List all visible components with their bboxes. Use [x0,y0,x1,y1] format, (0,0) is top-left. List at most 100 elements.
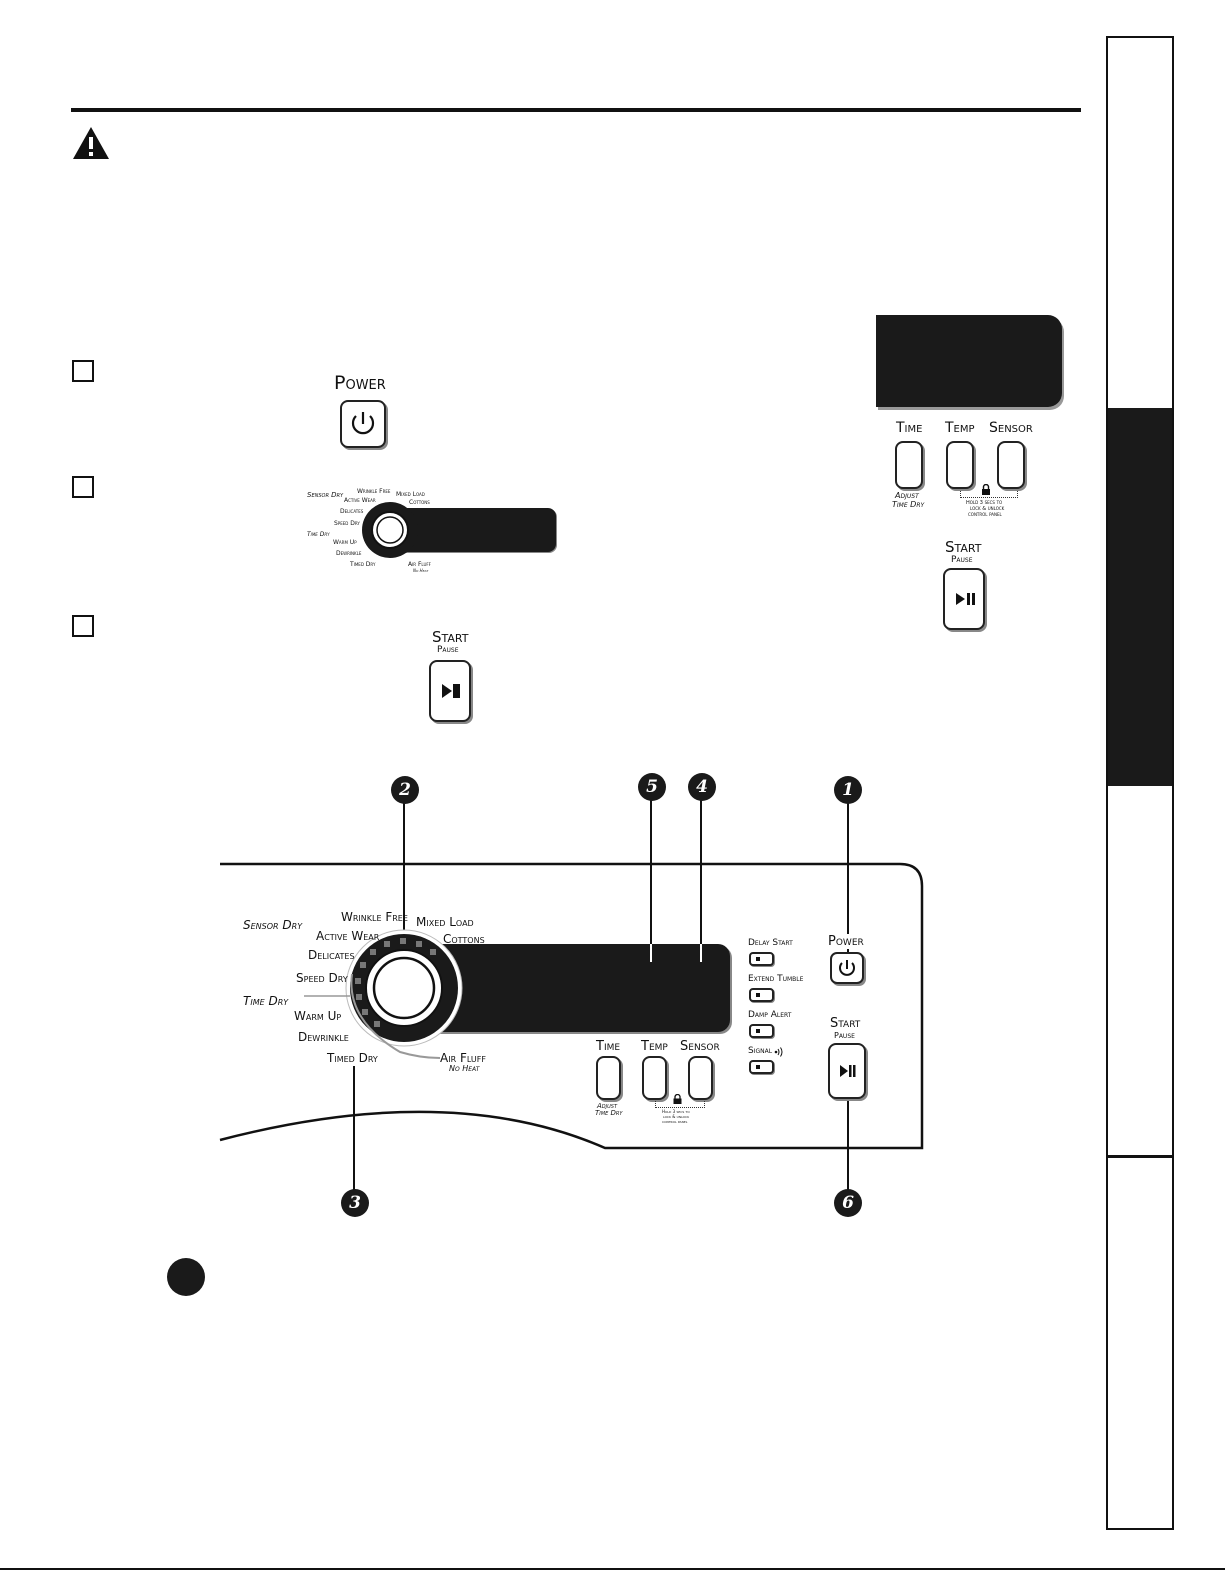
dial-small-dewrinkle: Dewrinkle [336,550,362,557]
sensor-button[interactable] [688,1056,713,1100]
dial-label-speed-dry: Speed Dry [296,971,348,985]
side-tab-4 [1106,1158,1174,1530]
dial-small-sensor-dry: Sensor Dry [307,491,344,499]
dial-small-mixed-load: Mixed Load [396,491,425,498]
dial-label-warm-up: Warm Up [294,1009,342,1023]
callout-1: 1 [834,776,862,804]
adjust-label: Adjust [597,1102,618,1110]
dial-small-speed-dry: Speed Dry [334,520,360,527]
time-button[interactable] [596,1056,621,1100]
step-checkbox-3 [72,615,94,637]
inset-time-dry-label: Time Dry [892,500,925,509]
main-start-label: Start [830,1016,861,1031]
footer-rule [0,1568,1225,1570]
main-start-pause-button[interactable] [828,1043,866,1099]
power-label: Power [334,372,386,394]
callout-3: 3 [341,1189,369,1217]
temp-label: Temp [641,1039,668,1054]
delay-start-button[interactable] [749,952,774,966]
inset-time-label: Time [896,420,923,436]
start-pause-button[interactable] [429,660,471,722]
dial-small-timed-dry: Timed Dry [350,561,376,568]
damp-alert-label: Damp Alert [748,1010,792,1020]
dial-small-wrinkle-free: Wrinkle Free [357,488,391,495]
start-label: Start [432,628,469,646]
dial-small-time-dry: Time Dry [307,531,330,538]
dial-range-arc [304,973,441,1059]
inset-hold-text-2: lock & unlock [970,506,1005,512]
inset-play-pause-icon [956,593,975,605]
lock-icon [673,1094,682,1104]
main-power-icon [839,960,855,976]
dial-label-timed-dry: Timed Dry [327,1051,378,1065]
main-power-label: Power [827,934,865,949]
sensor-label: Sensor [680,1039,720,1054]
hold-text-2: lock & unlock [663,1114,690,1119]
inset-pause-label: Pause [951,555,973,565]
dial-small-delicates: Delicates [340,508,364,515]
main-display [410,944,730,1032]
header-rule [71,108,1081,112]
inset-hold-text-3: control panel [968,512,1002,518]
callout-5: 5 [638,773,666,801]
dial-label-active-wear: Active Wear [316,929,380,943]
callout-6: 6 [834,1189,862,1217]
inset-lock-bracket [960,491,1018,498]
bullet-dot [167,1258,205,1296]
power-icon [351,412,375,435]
play-pause-icon [442,684,460,698]
signal-icon [774,1047,783,1057]
start-sub-label: Pause [437,645,459,655]
temp-button[interactable] [642,1056,667,1100]
extend-tumble-label: Extend Tumble [748,974,804,984]
time-label: Time [596,1039,621,1054]
side-tab-3 [1106,786,1174,1158]
callout-line-5-display [650,944,652,962]
dial-label-wrinkle-free: Wrinkle Free [341,910,408,924]
callout-4: 4 [688,773,716,801]
dial-small-active-wear: Active Wear [344,497,376,504]
inset-temp-label: Temp [945,420,975,436]
dial-label-no-heat: No Heat [449,1064,480,1073]
inset-time-button[interactable] [895,441,923,489]
damp-alert-button[interactable] [749,1024,774,1038]
inset-adjust-label: Adjust [895,491,919,500]
main-pause-label: Pause [834,1031,855,1040]
dial-small-air-fluff: Air Fluff [408,561,431,568]
dial-label-delicates: Delicates [308,948,355,962]
dial-label-mixed-load: Mixed Load [416,915,474,929]
dial-small-no-heat: No Heat [413,568,429,573]
dial-label-cottons: Cottons [443,932,485,946]
inset-display [876,315,1062,407]
callout-line-4-display [700,944,702,962]
side-tab-2-active [1106,408,1174,786]
inset-temp-button[interactable] [946,441,974,489]
extend-tumble-button[interactable] [749,988,774,1002]
adjust-time-dry-label: Time Dry [595,1109,623,1117]
inset-start-pause-button[interactable] [943,568,985,630]
inset-sensor-button[interactable] [997,441,1025,489]
step-checkbox-2 [72,476,94,498]
lock-bracket [655,1101,705,1108]
delay-start-label: Delay Start [748,938,793,948]
inset-hold-text-1: Hold 3 secs to [966,500,1003,506]
warning-icon [73,127,109,159]
signal-label: Signal [748,1046,773,1056]
main-power-button[interactable] [830,952,864,984]
dial-small-knob[interactable] [360,500,420,560]
cycle-dial[interactable] [344,928,464,1048]
dial-label-dewrinkle: Dewrinkle [298,1030,349,1044]
main-play-pause-icon [840,1065,856,1077]
dial-small-warm-up: Warm Up [333,539,357,546]
power-button[interactable] [340,400,386,448]
signal-button[interactable] [749,1060,774,1074]
hold-text-1: Hold 3 secs to [662,1109,690,1114]
dial-label-sensor-dry: Sensor Dry [243,918,303,932]
inset-start-label: Start [945,538,982,556]
side-tab-1 [1106,36,1174,408]
dial-label-air-fluff: Air Fluff [440,1051,486,1065]
dial-small-cottons: Cottons [409,499,430,506]
dial-label-time-dry: Time Dry [243,994,289,1008]
callout-2: 2 [391,776,419,804]
